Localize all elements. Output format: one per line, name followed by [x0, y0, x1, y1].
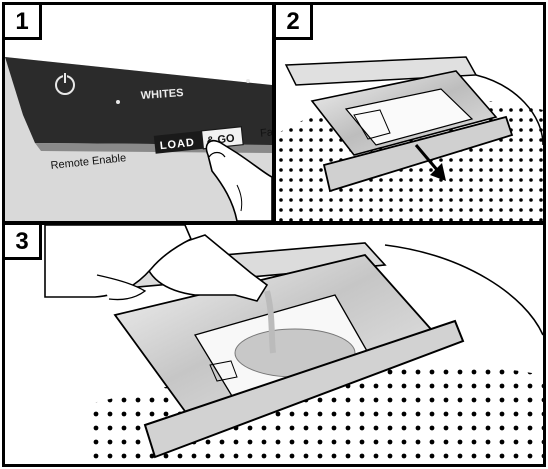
- step-3-panel: 3: [2, 222, 546, 467]
- hand-illustration: [44, 225, 193, 298]
- pour-detergent-illustration: [44, 225, 543, 464]
- partial-label: Fa: [260, 126, 272, 139]
- dispenser-open-illustration: [276, 56, 543, 221]
- cycle-label: WHITES: [140, 87, 184, 102]
- step-number: 3: [5, 225, 42, 260]
- step-1-panel: 1 WHITES Remote Enable LOAD & GO: [2, 2, 275, 224]
- power-icon[interactable]: [55, 71, 75, 95]
- step-number: 1: [5, 5, 42, 40]
- step-number: 2: [276, 5, 313, 40]
- drawer-front: [143, 319, 465, 459]
- pull-arrow: [414, 144, 446, 181]
- indicator-dot: [116, 100, 120, 104]
- detergent-stream: [264, 290, 276, 354]
- step-2-panel: 2: [273, 2, 546, 224]
- drawer-front: [322, 115, 514, 193]
- load-label: LOAD: [159, 137, 195, 153]
- load-and-go-button[interactable]: [153, 130, 204, 154]
- finger-illustration: [205, 139, 272, 221]
- control-panel-illustration: WHITES Remote Enable LOAD & GO Fa: [5, 57, 272, 221]
- indicator-dot: [246, 79, 250, 83]
